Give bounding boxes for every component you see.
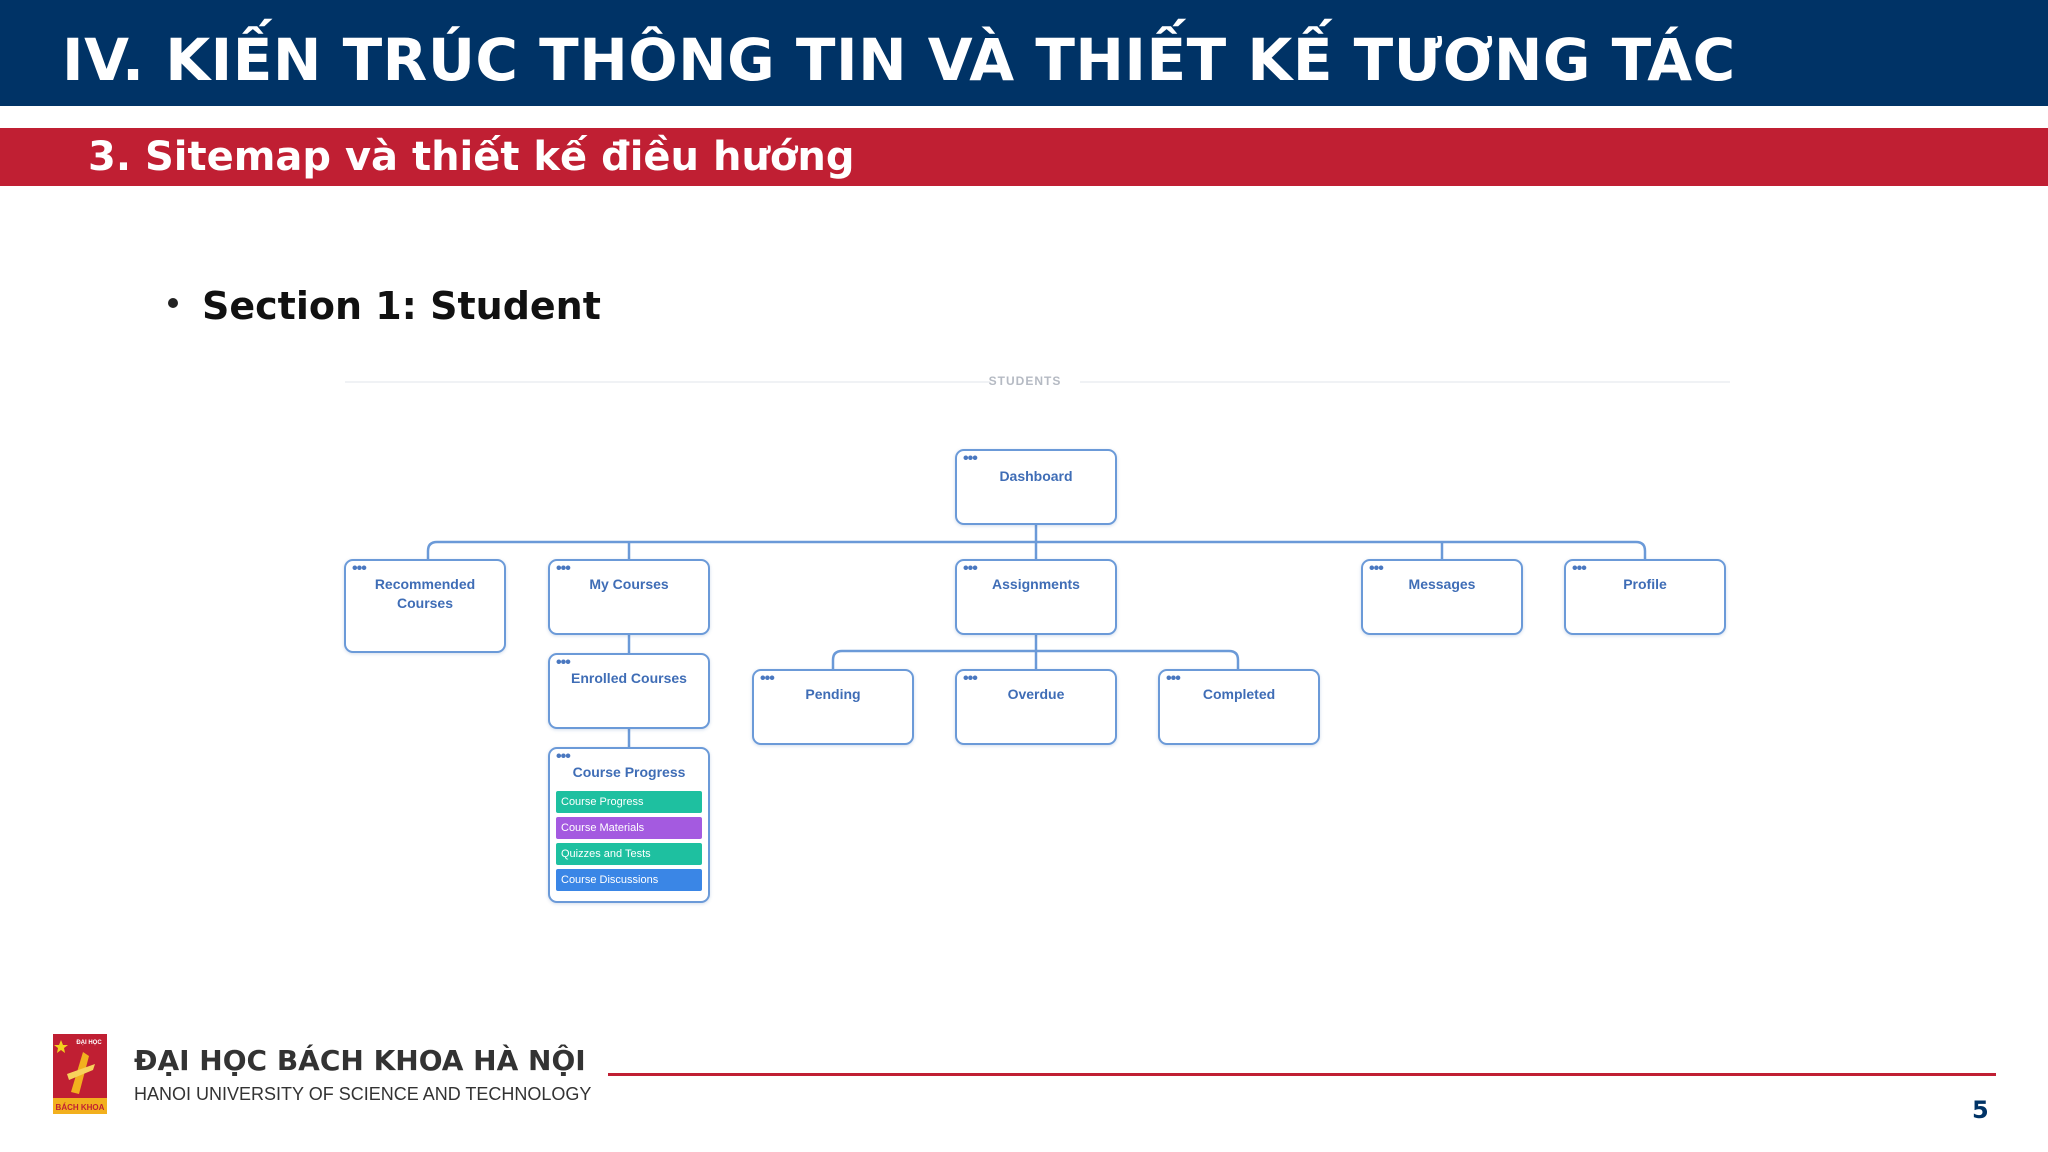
node-course-progress[interactable]: ••• Course Progress Course Progress Cour… [548,747,710,903]
node-label: Recommended Courses [374,576,476,611]
node-label: Messages [1408,576,1476,592]
more-icon[interactable]: ••• [1369,560,1384,577]
node-dashboard[interactable]: ••• Dashboard [955,449,1117,525]
node-enrolled-courses[interactable]: ••• Enrolled Courses [548,653,710,729]
sitemap-connectors [345,381,1730,747]
logo-text-bottom: BÁCH KHOA [56,1103,105,1112]
sitemap-diagram: STUDENTS ••• Dashboard ••• Recommended C… [300,355,1750,915]
bullet-text: Section 1: Student [202,284,601,328]
slide-subtitle: 3. Sitemap và thiết kế điều hướng [88,134,855,180]
footer-divider [608,1073,1996,1076]
logo-text-top: ĐẠI HỌC [76,1040,102,1046]
section-label: STUDENTS [988,374,1062,388]
sub-item-quizzes-tests[interactable]: Quizzes and Tests [556,843,702,865]
node-label: Overdue [1007,686,1065,702]
more-icon[interactable]: ••• [556,748,571,765]
node-assignments[interactable]: ••• Assignments [955,559,1117,635]
bullet-icon [168,298,178,308]
node-label: My Courses [589,576,669,592]
slide-title: IV. KIẾN TRÚC THÔNG TIN VÀ THIẾT KẾ TƯƠN… [62,26,1736,94]
more-icon[interactable]: ••• [1166,670,1181,687]
node-my-courses[interactable]: ••• My Courses [548,559,710,635]
header-bar [0,0,2048,106]
more-icon[interactable]: ••• [1572,560,1587,577]
node-label: Course Progress [572,764,686,780]
bullet-item: Section 1: Student [168,284,601,328]
node-completed[interactable]: ••• Completed [1158,669,1320,745]
more-icon[interactable]: ••• [760,670,775,687]
university-name: ĐẠI HỌC BÁCH KHOA HÀ NỘI [134,1044,586,1077]
more-icon[interactable]: ••• [556,560,571,577]
node-label: Completed [1202,686,1276,702]
subtitle-bar [0,128,2048,186]
university-logo: ĐẠI HỌC BÁCH KHOA [53,1034,107,1114]
node-label: Assignments [992,576,1080,592]
university-name-en: HANOI UNIVERSITY OF SCIENCE AND TECHNOLO… [134,1084,592,1104]
sub-item-course-discussions[interactable]: Course Discussions [556,869,702,891]
node-messages[interactable]: ••• Messages [1361,559,1523,635]
more-icon[interactable]: ••• [963,450,978,467]
node-pending[interactable]: ••• Pending [752,669,914,745]
node-overdue[interactable]: ••• Overdue [955,669,1117,745]
node-label: Profile [1623,576,1667,592]
node-profile[interactable]: ••• Profile [1564,559,1726,635]
node-label: Enrolled Courses [571,670,687,686]
node-label: Dashboard [999,468,1073,484]
sub-item-course-materials[interactable]: Course Materials [556,817,702,839]
page-number: 5 [1972,1096,1989,1124]
sub-item-course-progress[interactable]: Course Progress [556,791,702,813]
more-icon[interactable]: ••• [963,670,978,687]
more-icon[interactable]: ••• [556,654,571,671]
more-icon[interactable]: ••• [963,560,978,577]
more-icon[interactable]: ••• [352,560,367,577]
node-recommended-courses[interactable]: ••• Recommended Courses [344,559,506,653]
node-label: Pending [805,686,861,702]
